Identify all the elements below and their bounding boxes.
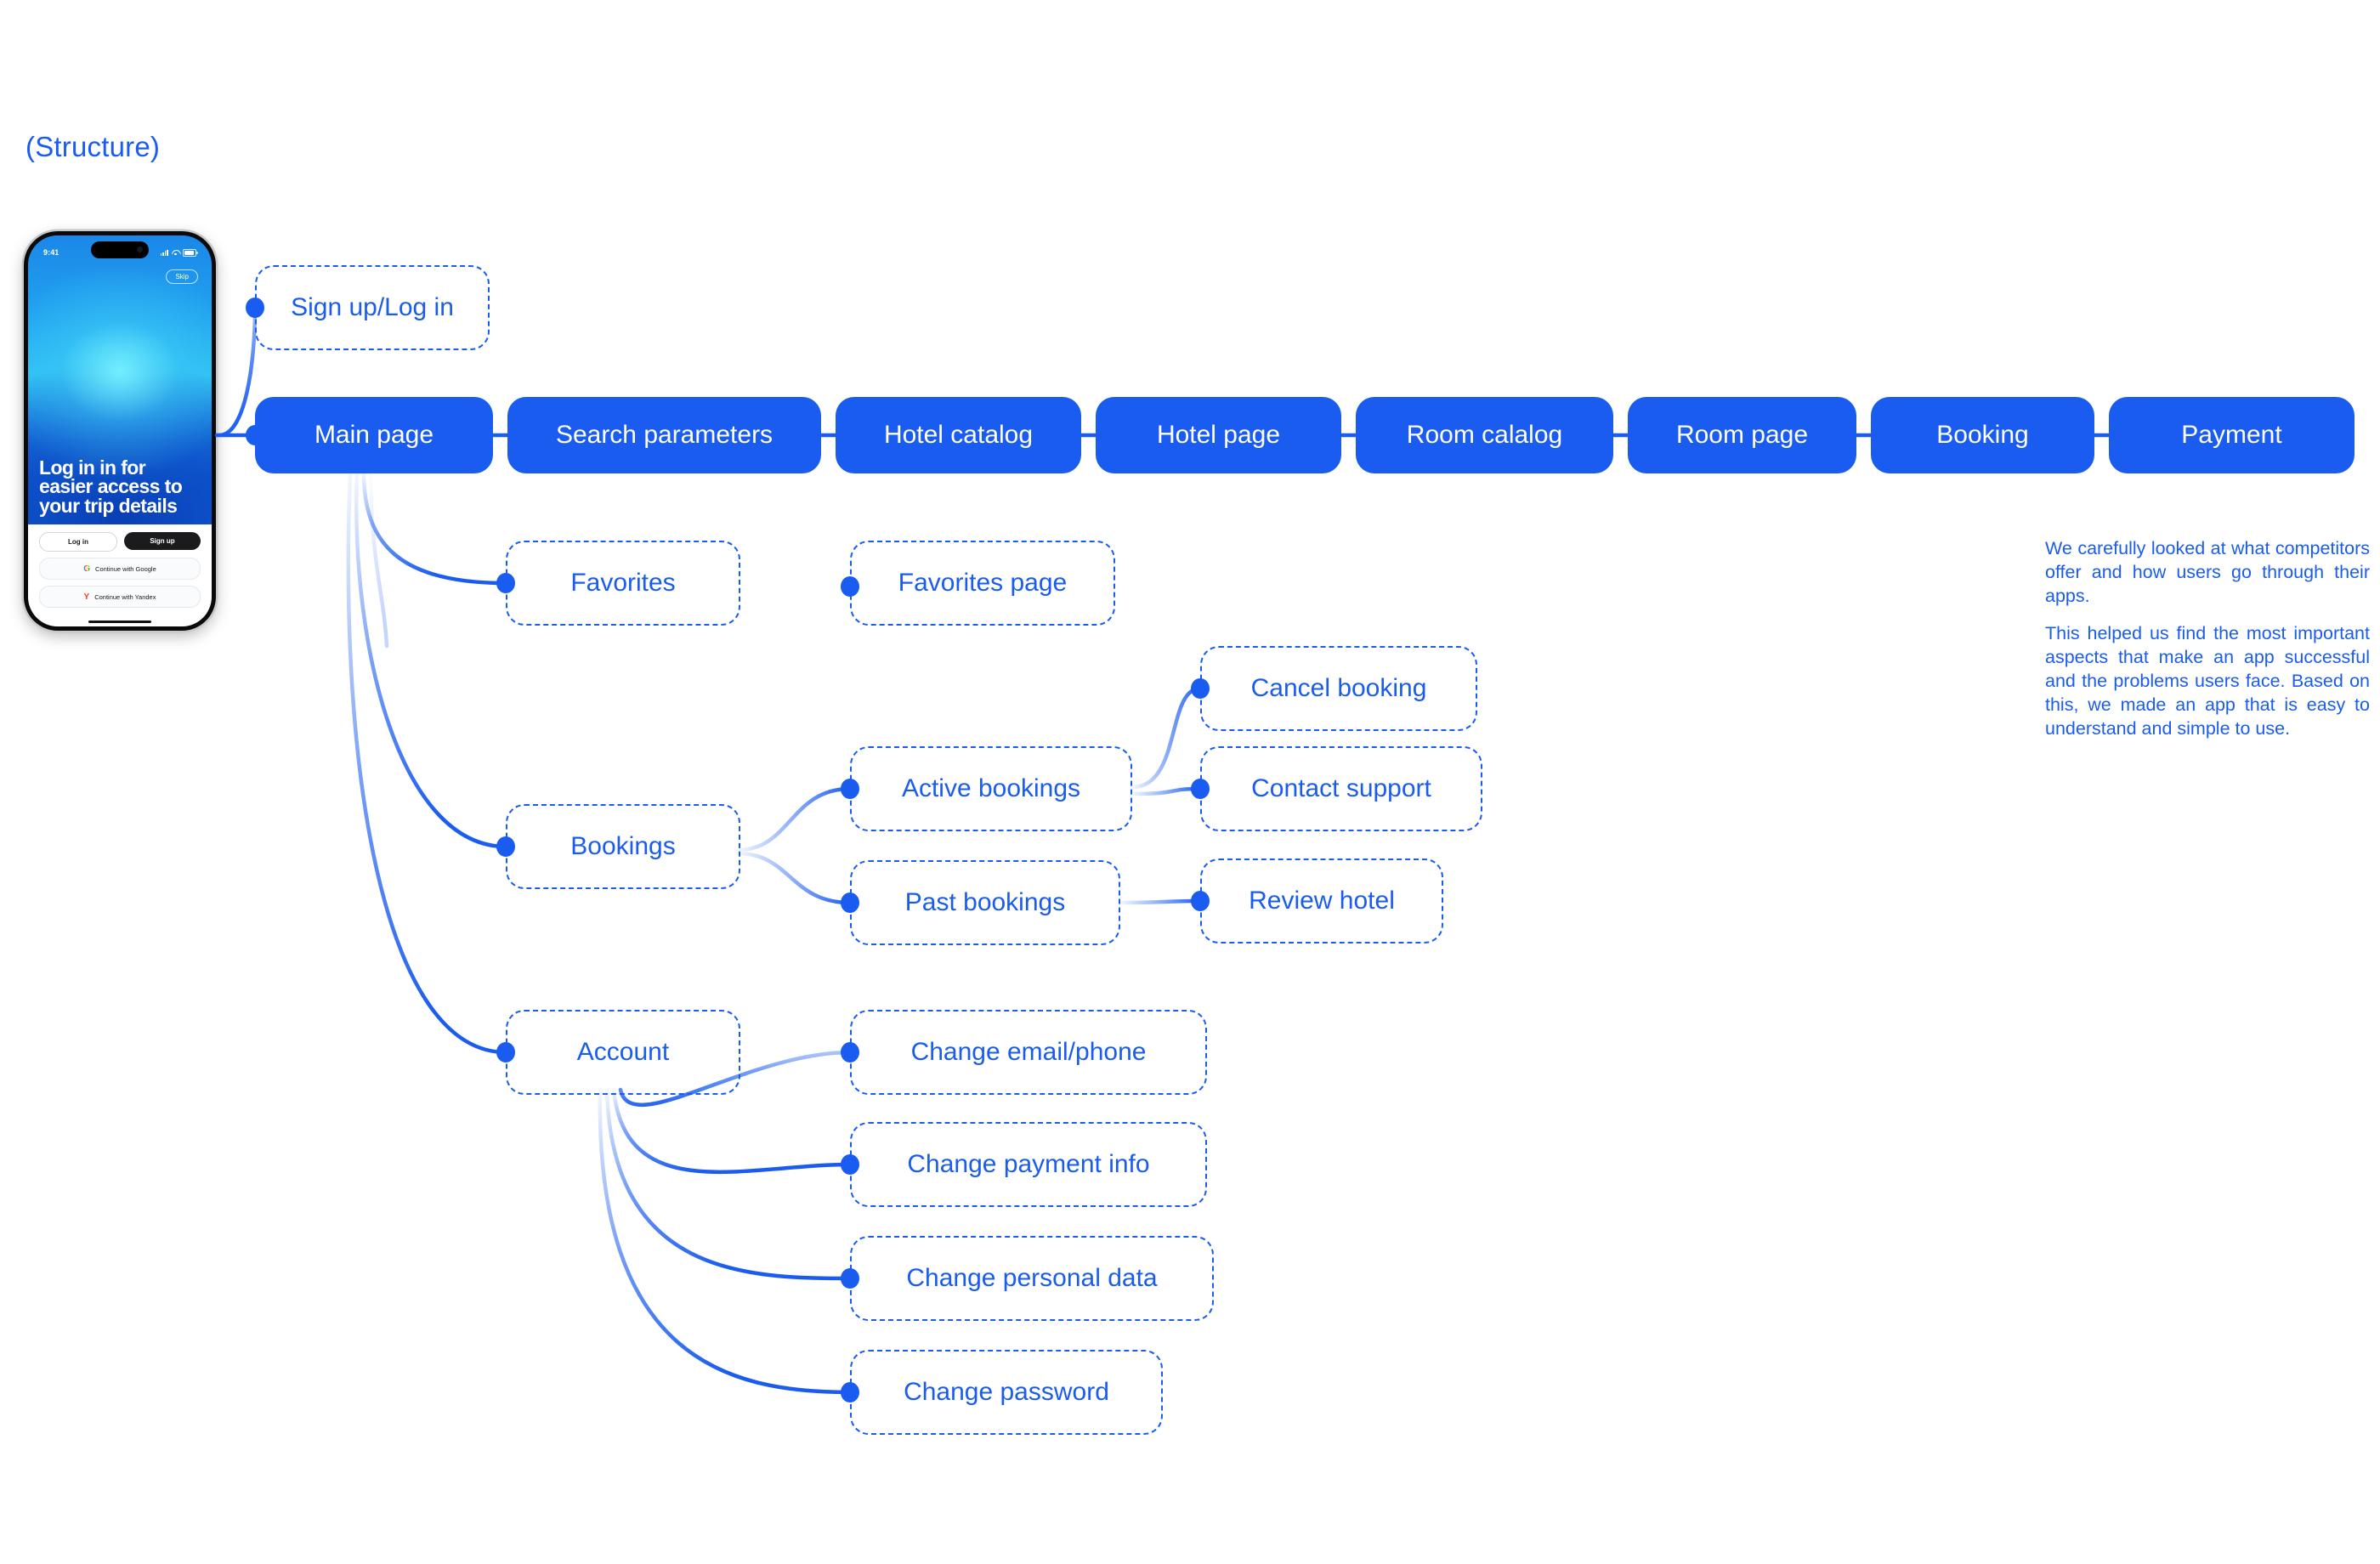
- node-change-personal-data[interactable]: Change personal data: [850, 1236, 1214, 1321]
- continue-with-google-label: Continue with Google: [95, 564, 156, 573]
- status-time: 9:41: [43, 248, 60, 257]
- phone-screen: 9:41 Skip Log in in for easier access to…: [28, 235, 212, 626]
- status-bar: 9:41: [28, 235, 212, 262]
- yandex-icon: Y: [83, 592, 90, 602]
- node-change-email-phone[interactable]: Change email/phone: [850, 1010, 1207, 1095]
- node-favorites-page[interactable]: Favorites page: [850, 541, 1115, 626]
- onboarding-hero: 9:41 Skip Log in in for easier access to…: [28, 235, 212, 524]
- node-booking[interactable]: Booking: [1871, 397, 2094, 473]
- node-payment[interactable]: Payment: [2109, 397, 2354, 473]
- node-main-page[interactable]: Main page: [255, 397, 493, 473]
- insight-paragraph-2: This helped us find the most important a…: [2045, 622, 2370, 739]
- node-cancel-booking[interactable]: Cancel booking: [1200, 646, 1477, 731]
- login-button[interactable]: Log in: [39, 532, 117, 552]
- status-indicators: [160, 248, 198, 257]
- wifi-icon: [172, 250, 179, 256]
- auth-sheet: Log in Sign up G Continue with Google Y …: [28, 524, 212, 616]
- node-hotel-catalog[interactable]: Hotel catalog: [836, 397, 1081, 473]
- continue-with-google-button[interactable]: G Continue with Google: [39, 558, 201, 580]
- skip-button[interactable]: Skip: [166, 269, 198, 284]
- google-icon: G: [83, 564, 91, 574]
- node-hotel-page[interactable]: Hotel page: [1096, 397, 1341, 473]
- continue-with-yandex-label: Continue with Yandex: [94, 592, 156, 601]
- node-account[interactable]: Account: [506, 1010, 740, 1095]
- research-insight-text: We carefully looked at what competitors …: [2045, 537, 2370, 741]
- page-title: (Structure): [26, 131, 161, 162]
- phone-mockup: 9:41 Skip Log in in for easier access to…: [24, 231, 216, 631]
- auth-primary-row: Log in Sign up: [39, 532, 201, 552]
- signup-button[interactable]: Sign up: [124, 532, 201, 550]
- node-room-page[interactable]: Room page: [1628, 397, 1856, 473]
- battery-icon: [183, 248, 198, 257]
- onboarding-headline: Log in in for easier access to your trip…: [39, 456, 183, 518]
- node-room-catalog[interactable]: Room calalog: [1356, 397, 1613, 473]
- node-past-bookings[interactable]: Past bookings: [850, 860, 1120, 945]
- insight-paragraph-1: We carefully looked at what competitors …: [2045, 538, 2370, 606]
- node-change-password[interactable]: Change password: [850, 1350, 1163, 1435]
- continue-with-yandex-button[interactable]: Y Continue with Yandex: [39, 586, 201, 608]
- node-favorites[interactable]: Favorites: [506, 541, 740, 626]
- cellular-signal-icon: [160, 249, 168, 256]
- node-change-payment-info[interactable]: Change payment info: [850, 1122, 1207, 1207]
- dynamic-island-icon: [91, 241, 149, 258]
- node-contact-support[interactable]: Contact support: [1200, 746, 1482, 831]
- node-signup-login[interactable]: Sign up/Log in: [255, 265, 490, 350]
- node-active-bookings[interactable]: Active bookings: [850, 746, 1132, 831]
- node-search-parameters[interactable]: Search parameters: [507, 397, 821, 473]
- home-indicator: [28, 616, 212, 626]
- node-bookings[interactable]: Bookings: [506, 804, 740, 889]
- node-review-hotel[interactable]: Review hotel: [1200, 858, 1443, 944]
